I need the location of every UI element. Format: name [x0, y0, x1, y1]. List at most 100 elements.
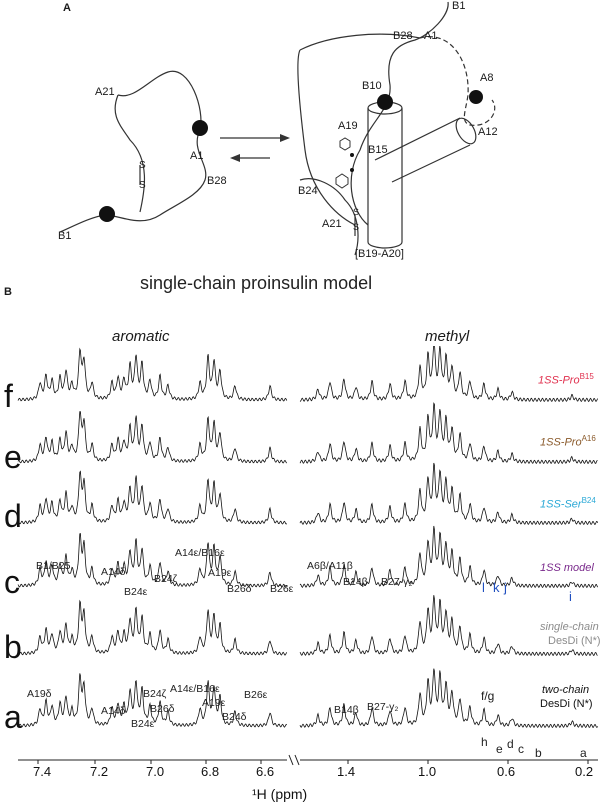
peak-a-a14d: A14δ [101, 705, 126, 717]
peak-a-b27g2: B27-γ₂ [367, 701, 399, 713]
right-label-b24: B24 [298, 185, 318, 197]
diag-helix-end [455, 117, 477, 145]
condition-c: 1SS model [540, 562, 594, 574]
peak-a-fg: f/g [481, 689, 495, 703]
model-title: single-chain proinsulin model [140, 273, 373, 293]
left-label-a21: A21 [95, 86, 115, 98]
panel-b-label: B [4, 286, 12, 298]
right-dashed-chain [419, 36, 496, 126]
condition-e: 1SS-ProA16 [540, 434, 596, 449]
trace-letter-c: c [4, 564, 20, 600]
right-a-chain [299, 178, 359, 256]
left-label-b28: B28 [207, 175, 227, 187]
tick-6-8: 6.8 [201, 764, 220, 779]
forward-arrowhead [280, 134, 290, 142]
methyl-title: methyl [425, 328, 470, 345]
peak-a-e: e [496, 742, 503, 756]
peak-a-a19e: A19ε [202, 697, 226, 709]
peak-c-i: i [569, 589, 572, 604]
right-label-b10: B10 [362, 80, 382, 92]
tick-7-4: 7.4 [33, 764, 52, 779]
tick-0-6: 0.6 [497, 764, 516, 779]
left-label-b1: B1 [58, 230, 72, 242]
trace-letter-b: b [4, 629, 22, 665]
peak-a-h: h [481, 735, 488, 749]
condition-b-line2: DesDi (N*) [548, 635, 601, 647]
peak-c-a19e: A19ε [208, 567, 232, 579]
right-dot-a8 [469, 90, 483, 104]
peak-a-b14b: B14β [334, 704, 359, 716]
diag-helix [374, 117, 471, 183]
right-label-b1: B1 [452, 0, 466, 12]
left-label-a1: A1 [190, 150, 204, 162]
peak-c-b14b: B14β [343, 576, 368, 588]
nmr-trace-b [17, 595, 598, 657]
trace-letter-a: a [4, 699, 22, 735]
right-dot-b10 [377, 94, 393, 110]
peak-c-b1b25: B1/B25 [36, 560, 71, 572]
trace-letter-d: d [4, 498, 22, 534]
condition-d: 1SS-SerB24 [540, 496, 596, 511]
peak-a-b: b [535, 746, 542, 760]
panel-a-label: A [63, 2, 71, 14]
right-label-b15: B15 [368, 144, 388, 156]
peak-a-a: a [580, 746, 587, 760]
right-label-a8: A8 [480, 72, 494, 84]
nmr-trace-c [17, 525, 598, 589]
condition-a-line2: DesDi (N*) [540, 698, 593, 710]
nmr-trace-a [18, 668, 598, 729]
nmr-trace-f [17, 346, 598, 403]
peak-c-a6b-a11b: A6β/A11β [307, 560, 353, 572]
axis-break [288, 754, 300, 766]
peak-c-l: l [482, 580, 485, 595]
condition-b: single-chain [540, 621, 599, 633]
left-a-chain [114, 94, 145, 213]
condition-f-text: 1SS-Pro [538, 374, 580, 387]
peak-c-j: j [504, 580, 507, 595]
right-label-a1: A1 [424, 30, 438, 42]
peak-a-c: c [518, 742, 524, 756]
peak-a-b24d: B24δ [222, 711, 247, 723]
tick-1-0: 1.0 [418, 764, 437, 779]
ring-b24 [335, 173, 349, 189]
proinsulin-diagram [59, 1, 496, 256]
tick-6-6: 6.6 [256, 764, 275, 779]
condition-e-sup: A16 [581, 434, 596, 443]
reverse-arrowhead [230, 154, 240, 162]
left-label-s-bottom: S [139, 180, 146, 191]
right-loop [297, 33, 421, 226]
condition-d-text: 1SS-Ser [540, 498, 582, 511]
peak-c-b24e: B24ε [124, 586, 148, 598]
peak-a-b26d: B26δ [150, 703, 175, 715]
dot-b15b [350, 168, 354, 172]
peak-c-a14d: A14δ [101, 566, 126, 578]
peak-c-b26e: B26ε [270, 583, 294, 595]
trace-letter-e: e [4, 439, 22, 475]
ring-a19 [339, 137, 351, 151]
right-label-a19: A19 [338, 120, 358, 132]
peak-c-a14e-b16e: A14ε/B16ε [175, 547, 225, 559]
right-label-s-bottom: S [353, 222, 360, 232]
right-label-b28: B28 [393, 30, 413, 42]
nmr-trace-e [17, 402, 598, 465]
left-chain-path [59, 70, 207, 233]
peak-a-b24z: B24ζ [143, 688, 167, 700]
peak-c-b26d: B26δ [227, 583, 252, 595]
condition-f: 1SS-ProB15 [538, 372, 594, 387]
right-label-helix: [B19-A20] [355, 248, 404, 260]
peak-a-a14e-b16e: A14ε/B16ε [170, 683, 220, 695]
left-dot-bottom [99, 206, 115, 222]
right-label-a21: A21 [322, 218, 342, 230]
peak-c-b27g2: B27-γ₂ [381, 576, 413, 588]
left-label-s-top: S [139, 160, 146, 171]
trace-letter-f: f [4, 378, 13, 414]
peak-a-b24e: B24ε [131, 718, 155, 730]
dot-b15a [350, 153, 354, 157]
left-dot-top [192, 120, 208, 136]
tick-1-4: 1.4 [337, 764, 356, 779]
helix-bottom [367, 241, 403, 249]
tick-7-2: 7.2 [90, 764, 109, 779]
condition-f-sup: B15 [579, 372, 594, 381]
x-axis-title: ¹H (ppm) [252, 786, 308, 802]
aromatic-title: aromatic [112, 328, 170, 345]
